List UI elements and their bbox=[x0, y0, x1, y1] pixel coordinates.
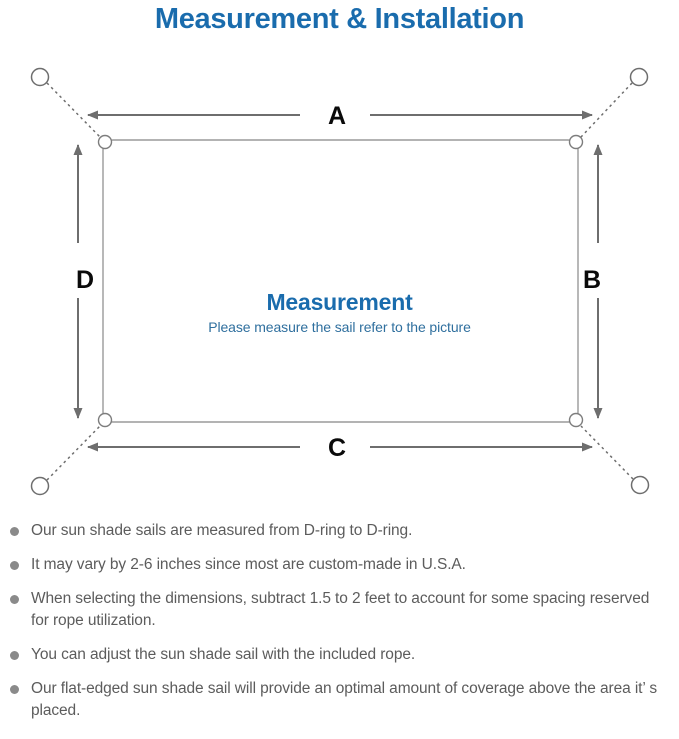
anchor-point-bottom-left bbox=[30, 476, 50, 496]
notes-list: Our sun shade sails are measured from D-… bbox=[0, 520, 679, 734]
list-item: It may vary by 2-6 inches since most are… bbox=[0, 554, 679, 576]
note-text: Our sun shade sails are measured from D-… bbox=[31, 522, 413, 539]
list-item: You can adjust the sun shade sail with t… bbox=[0, 644, 679, 666]
dimension-label-d: D bbox=[76, 266, 94, 294]
d-ring-bottom-left bbox=[97, 412, 113, 428]
bullet-icon bbox=[10, 561, 19, 570]
note-text: Our flat-edged sun shade sail will provi… bbox=[31, 680, 657, 719]
page-title: Measurement & Installation bbox=[154, 3, 525, 35]
dimension-label-c: C bbox=[328, 434, 346, 462]
list-item: Our flat-edged sun shade sail will provi… bbox=[0, 678, 679, 722]
note-text: When selecting the dimensions, subtract … bbox=[31, 590, 650, 629]
rope-top-right bbox=[580, 82, 633, 138]
dimension-label-a: A bbox=[328, 102, 346, 130]
bullet-icon bbox=[10, 595, 19, 604]
rope-bottom-left bbox=[46, 425, 101, 481]
anchor-point-top-left bbox=[30, 67, 50, 87]
dimension-label-b: B bbox=[583, 266, 601, 294]
list-item: Our sun shade sails are measured from D-… bbox=[0, 520, 679, 542]
sail-measurement-diagram: A C D B Measurement Please measure the s… bbox=[0, 48, 679, 518]
note-text: You can adjust the sun shade sail with t… bbox=[31, 646, 416, 663]
list-item: When selecting the dimensions, subtract … bbox=[0, 588, 679, 632]
d-ring-top-left bbox=[97, 134, 113, 150]
rope-top-left bbox=[46, 82, 101, 138]
anchor-point-top-right bbox=[629, 67, 649, 87]
bullet-icon bbox=[10, 527, 19, 536]
bullet-icon bbox=[10, 685, 19, 694]
rope-bottom-right bbox=[580, 425, 634, 480]
bullet-icon bbox=[10, 651, 19, 660]
d-ring-bottom-right bbox=[568, 412, 584, 428]
anchor-point-bottom-right bbox=[630, 475, 650, 495]
d-ring-top-right bbox=[568, 134, 584, 150]
note-text: It may vary by 2-6 inches since most are… bbox=[31, 556, 466, 573]
sail-outline bbox=[102, 139, 579, 423]
